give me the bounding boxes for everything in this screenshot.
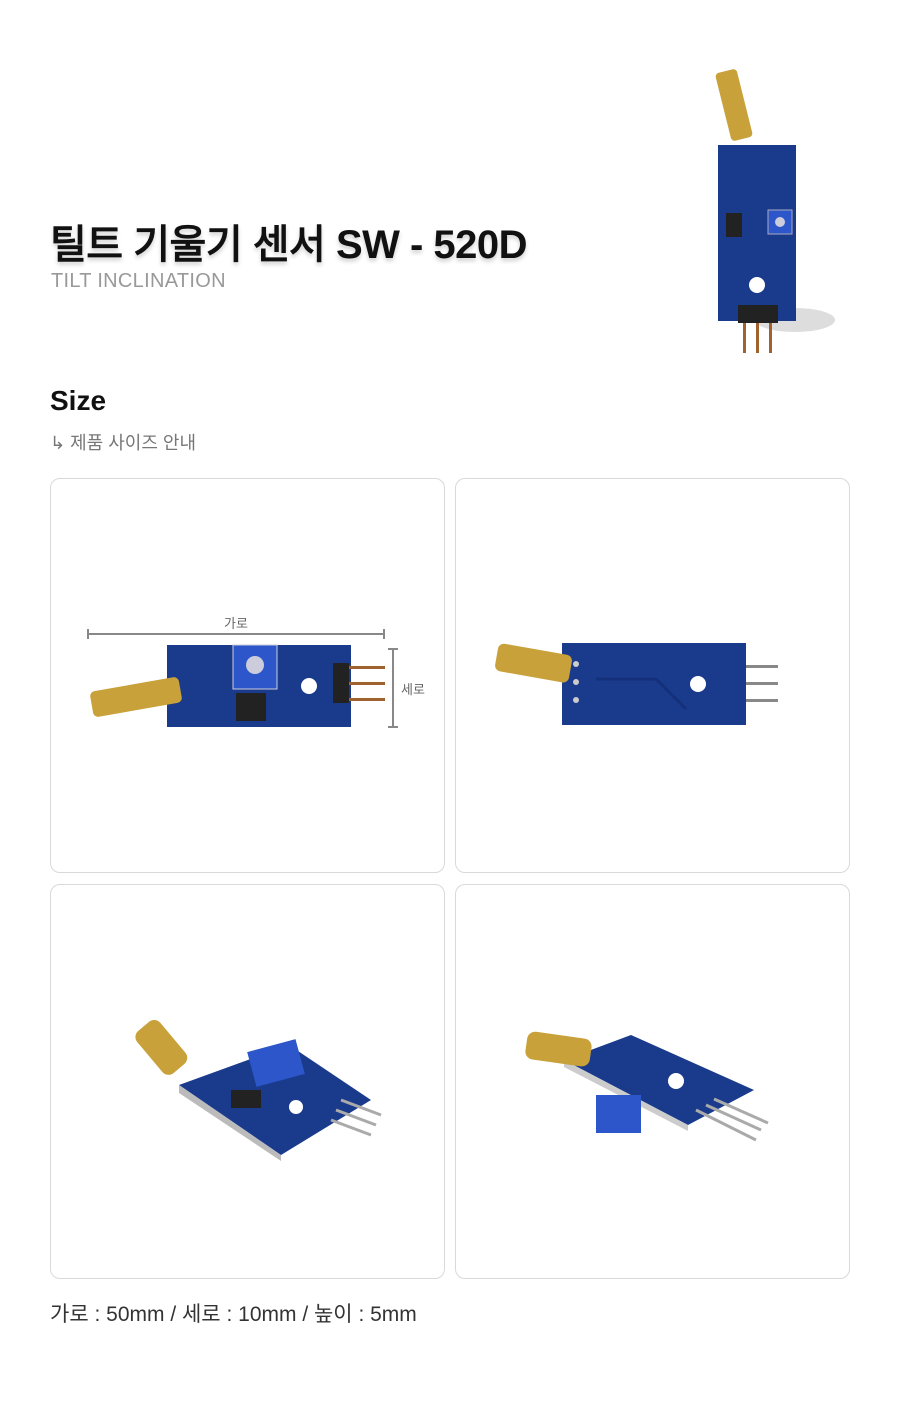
product-image-vertical [715,69,835,353]
product-image-front [87,629,398,728]
width-label: 가로 [224,616,248,631]
product-title: 틸트 기울기 센서 SW - 520D [50,223,528,267]
image-card-angle-front [50,884,445,1279]
product-subtitle: TILT INCLINATION [51,270,226,292]
image-card-angle-back [455,884,850,1279]
product-image-angle-front [135,1019,382,1161]
product-image-back [495,643,778,725]
size-subheading: ↳ 제품 사이즈 안내 [50,433,197,453]
dimensions-text: 가로 : 50mm / 세로 : 10mm / 높이 : 5mm [50,1303,417,1326]
size-heading: Size [50,385,107,416]
image-card-back [455,478,850,873]
height-label: 세로 [401,682,425,697]
product-image-angle-back [525,1031,769,1142]
image-card-front-dimensions: 가로 세로 [50,478,445,873]
